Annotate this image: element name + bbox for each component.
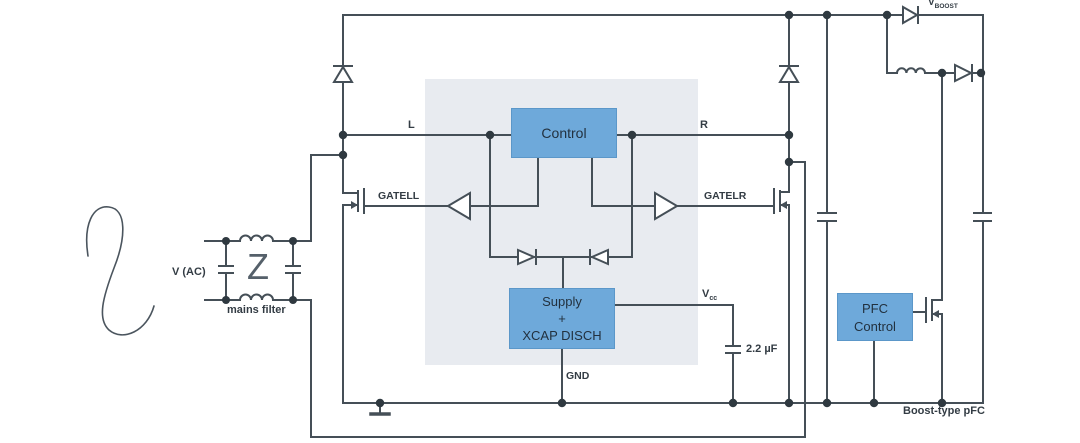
supply-block-line3: XCAP DISCH	[522, 328, 602, 343]
junction-dots	[222, 10, 986, 408]
label-vcc: Vcc	[702, 288, 718, 303]
pfc-block-line1: PFC	[862, 301, 888, 316]
mosfet-source-wire	[779, 204, 790, 404]
x-capacitor-left-icon	[218, 240, 234, 301]
label-xcap-value: 2.2 µF	[746, 343, 778, 355]
label-vboost: VBOOST	[928, 0, 958, 10]
pfc-control-block: PFC Control	[837, 293, 913, 341]
bulk-capacitor-icon	[817, 212, 837, 222]
supply-xcap-block: Supply + XCAP DISCH	[509, 288, 615, 349]
wire-filter-to-bridge-top	[310, 154, 344, 242]
x-capacitor-right-icon	[285, 240, 301, 301]
or-diode-right-icon	[589, 248, 609, 266]
gate-driver-left-icon	[446, 191, 471, 221]
boost-diode-icon	[954, 63, 974, 83]
mosfet-pfc-icon	[925, 72, 943, 404]
inductor-top-icon	[238, 234, 275, 243]
sine-path	[85, 206, 155, 336]
label-v-ac: V (AC)	[172, 266, 206, 278]
control-block-label: Control	[541, 125, 587, 141]
wire-left-leg	[342, 14, 359, 194]
pfc-block-line2: Control	[854, 319, 896, 334]
or-diode-left-icon	[517, 248, 537, 266]
supply-block-line2: +	[558, 311, 566, 326]
mosfet-source-wire	[342, 204, 359, 404]
supply-block-line1: Supply	[542, 294, 582, 309]
gate-driver-right-icon	[654, 191, 679, 221]
label-gatelr: GATELR	[704, 190, 747, 202]
boost-diode-top-icon	[902, 5, 920, 25]
mosfet-arrow	[780, 201, 787, 209]
bridge-diode-left-icon	[332, 65, 354, 83]
label-boost-type: Boost-type pFC	[903, 405, 985, 417]
boost-inductor-icon	[895, 67, 927, 75]
inductor-bottom-icon	[238, 293, 275, 302]
mosfet-drain-wire	[931, 72, 943, 301]
mosfet-gatelr-icon	[773, 188, 790, 404]
wire-control-to-driver-left	[469, 157, 539, 207]
label-phase-l: L	[408, 119, 415, 131]
wire-control-to-driver-right	[591, 157, 656, 207]
mosfet-gatell-icon	[342, 188, 365, 404]
label-gatell: GATELL	[378, 190, 420, 202]
mosfet-arrow	[932, 310, 939, 318]
label-phase-r: R	[700, 119, 708, 131]
mosfet-source-wire	[931, 313, 943, 404]
label-mains-filter: mains filter	[227, 304, 286, 316]
bridge-diode-right-icon	[778, 65, 800, 83]
label-impedance-z: Z	[247, 246, 269, 287]
label-gnd: GND	[566, 370, 590, 382]
wire-boost-branch	[886, 14, 984, 74]
mosfet-arrow	[351, 201, 358, 209]
control-block: Control	[511, 108, 617, 158]
vcc-capacitor-icon	[725, 345, 741, 354]
wire-vcc	[614, 304, 734, 347]
ac-sine-wave-icon	[85, 206, 155, 336]
output-capacitor-icon	[973, 212, 992, 222]
wire-filter-to-bridge-bottom	[310, 161, 806, 438]
